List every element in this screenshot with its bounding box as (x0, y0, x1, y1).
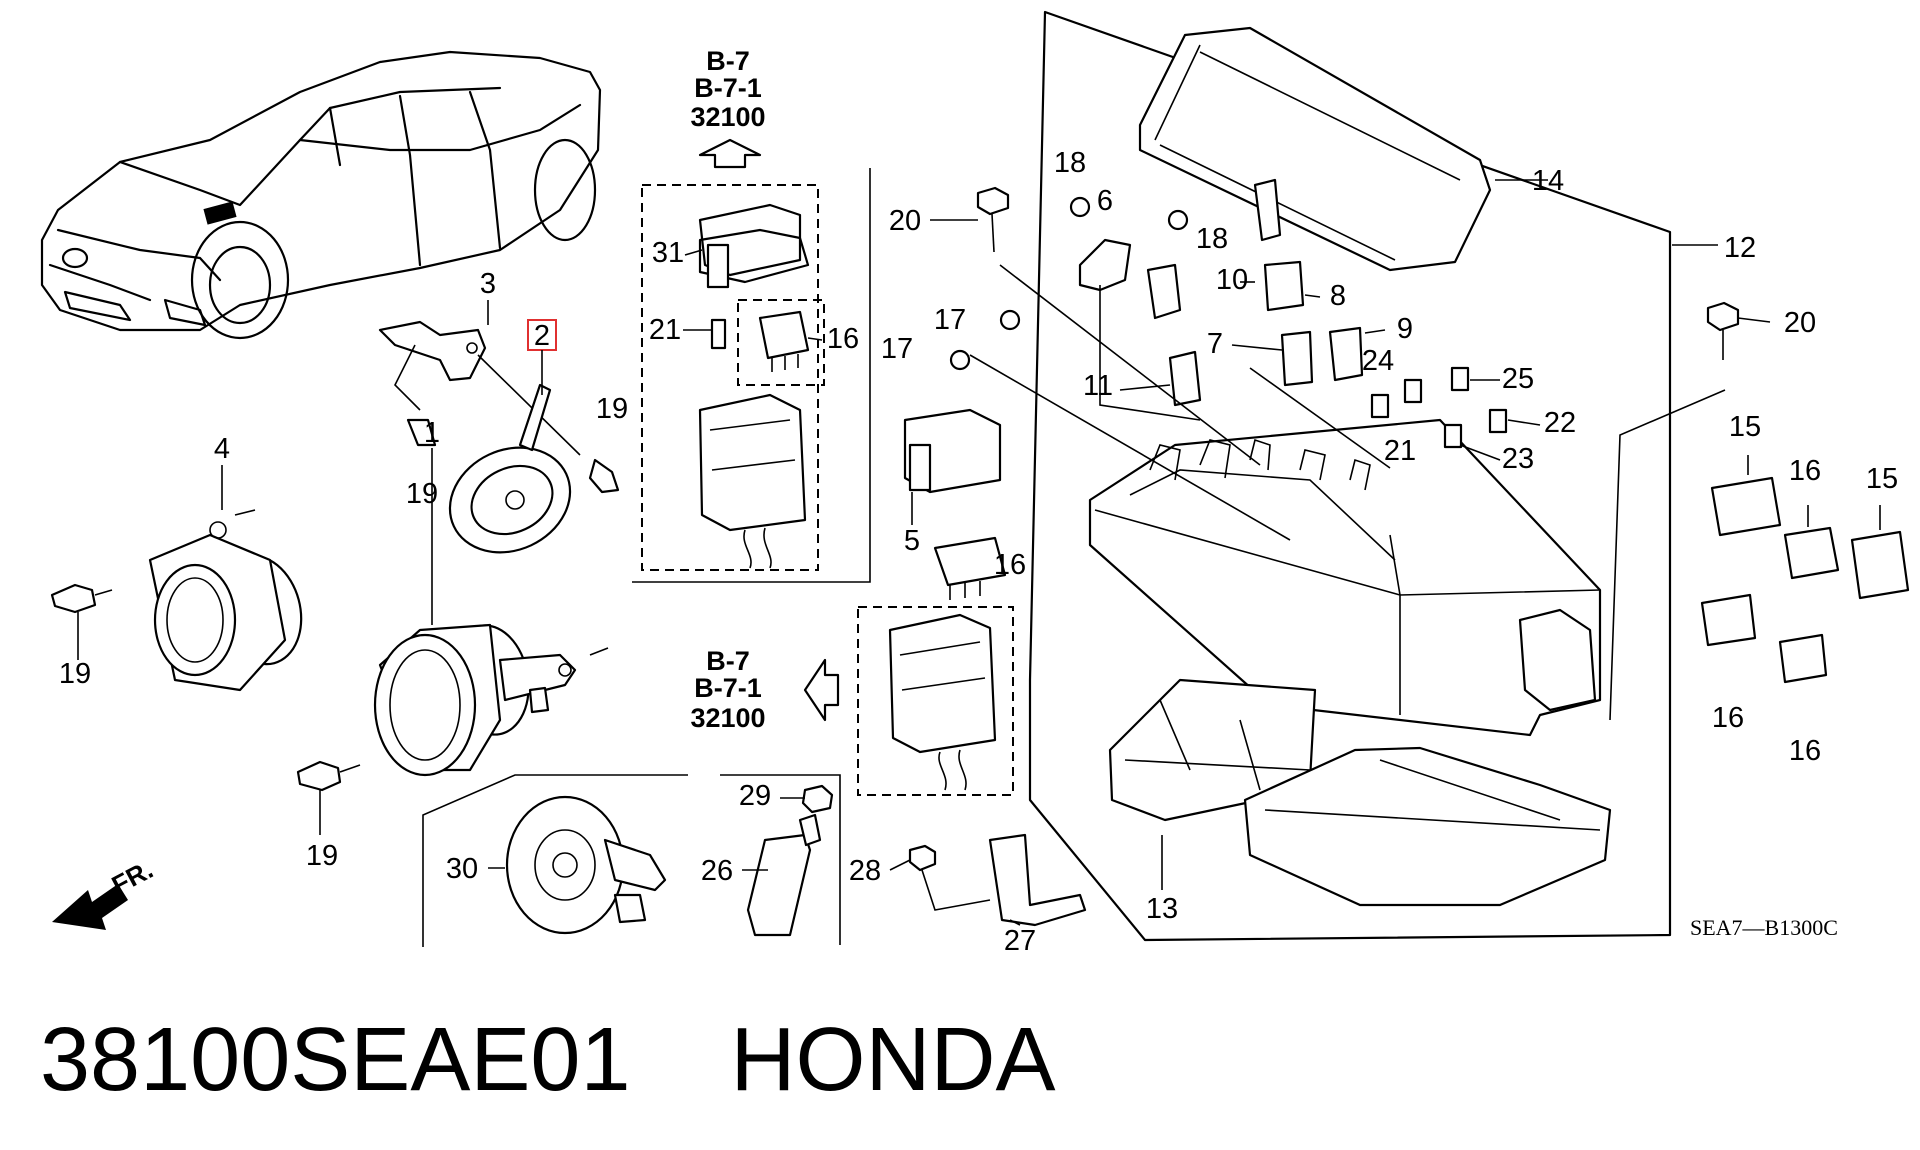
screw-28 (908, 844, 991, 911)
callout-labels: 1 2 3 4 5 6 7 8 9 10 11 12 13 14 15 15 1… (59, 147, 1898, 957)
callout-16e: 16 (827, 323, 859, 355)
callout-30: 30 (446, 853, 478, 885)
reference-mid-line3: 32100 (690, 703, 765, 733)
part-8 (1263, 260, 1305, 312)
callout-21b: 21 (1384, 435, 1416, 467)
callout-16b: 16 (1712, 702, 1744, 734)
callout-15a: 15 (1729, 411, 1761, 443)
callout-28: 28 (849, 855, 881, 887)
callout-20b: 20 (1784, 307, 1816, 339)
callout-2: 2 (534, 320, 550, 352)
horn-1 (296, 623, 609, 835)
vehicle-illustration (40, 50, 602, 340)
callout-17b: 17 (881, 333, 913, 365)
bracket-27 (988, 833, 1087, 927)
callout-26: 26 (701, 855, 733, 887)
panel-frame-bottom-mid (720, 774, 841, 945)
reference-arrow-left-icon (803, 658, 840, 722)
spare-relays (1700, 455, 1910, 684)
callout-10: 10 (1216, 264, 1248, 296)
callout-24: 24 (1362, 345, 1394, 377)
reference-arrow-up-icon (698, 138, 762, 169)
callout-16c: 16 (1789, 735, 1821, 767)
callout-31: 31 (652, 237, 684, 269)
callout-leaders (221, 219, 1771, 926)
callout-18a: 18 (1054, 147, 1086, 179)
screw-20a (976, 186, 1010, 253)
reference-block-top[interactable]: B-7 B-7-1 32100 (690, 46, 765, 132)
callout-13: 13 (1146, 893, 1178, 925)
callout-29: 29 (739, 780, 771, 812)
callout-19a: 19 (596, 393, 628, 425)
reference-top-line2: B-7-1 (694, 73, 762, 103)
callout-1: 1 (424, 417, 440, 449)
callout-14: 14 (1532, 165, 1564, 197)
callout-11: 11 (1083, 370, 1113, 402)
horn-assembly (378, 320, 620, 554)
callout-7: 7 (1207, 328, 1223, 360)
callout-21a: 21 (649, 314, 681, 346)
drawing-code: SEA7—B1300C (1690, 915, 1838, 940)
horn-4 (50, 509, 303, 692)
callout-12: 12 (1724, 232, 1756, 264)
fuse-box-assembly (903, 10, 1740, 942)
callout-19b: 19 (406, 478, 438, 510)
part-11 (1168, 350, 1202, 407)
part-10 (1146, 263, 1182, 320)
callout-5: 5 (904, 525, 920, 557)
callout-16a: 16 (1789, 455, 1821, 487)
callout-25: 25 (1502, 363, 1534, 395)
callout-9: 9 (1397, 313, 1413, 345)
callout-22: 22 (1544, 407, 1576, 439)
horn-30 (505, 795, 667, 935)
callout-27: 27 (1004, 925, 1036, 957)
callout-15b: 15 (1866, 463, 1898, 495)
front-direction-icon: FR. (52, 854, 158, 930)
part-9 (1328, 326, 1364, 382)
relay-group-bottom (857, 536, 1014, 796)
panel-frame-bottom-left (422, 774, 688, 947)
callout-19c: 19 (59, 658, 91, 690)
callout-4: 4 (214, 433, 230, 465)
part-6 (1078, 238, 1132, 292)
reference-block-middle[interactable]: B-7 B-7-1 32100 (690, 646, 765, 733)
screw-20b (1706, 301, 1740, 360)
callout-19d: 19 (306, 840, 338, 872)
reference-mid-line1: B-7 (706, 646, 750, 676)
reference-top-line1: B-7 (706, 46, 750, 76)
reference-mid-line2: B-7-1 (694, 673, 762, 703)
bracket-26 (746, 813, 822, 937)
callout-3: 3 (480, 268, 496, 300)
callout-8: 8 (1330, 280, 1346, 312)
brand-name: HONDA (730, 1010, 1056, 1110)
callout-20a: 20 (889, 205, 921, 237)
callout-17a: 17 (934, 304, 966, 336)
relay-group-top (641, 184, 825, 571)
reference-top-line3: 32100 (690, 102, 765, 132)
callout-6: 6 (1097, 185, 1113, 217)
callout-16d: 16 (994, 549, 1026, 581)
part-7 (1280, 330, 1314, 387)
nut-29 (801, 784, 834, 814)
part-number: 38100SEAE01 (40, 1010, 631, 1110)
part-caption: 38100SEAE01 HONDA (40, 1005, 1056, 1115)
callout-23: 23 (1502, 443, 1534, 475)
callout-18b: 18 (1196, 223, 1228, 255)
